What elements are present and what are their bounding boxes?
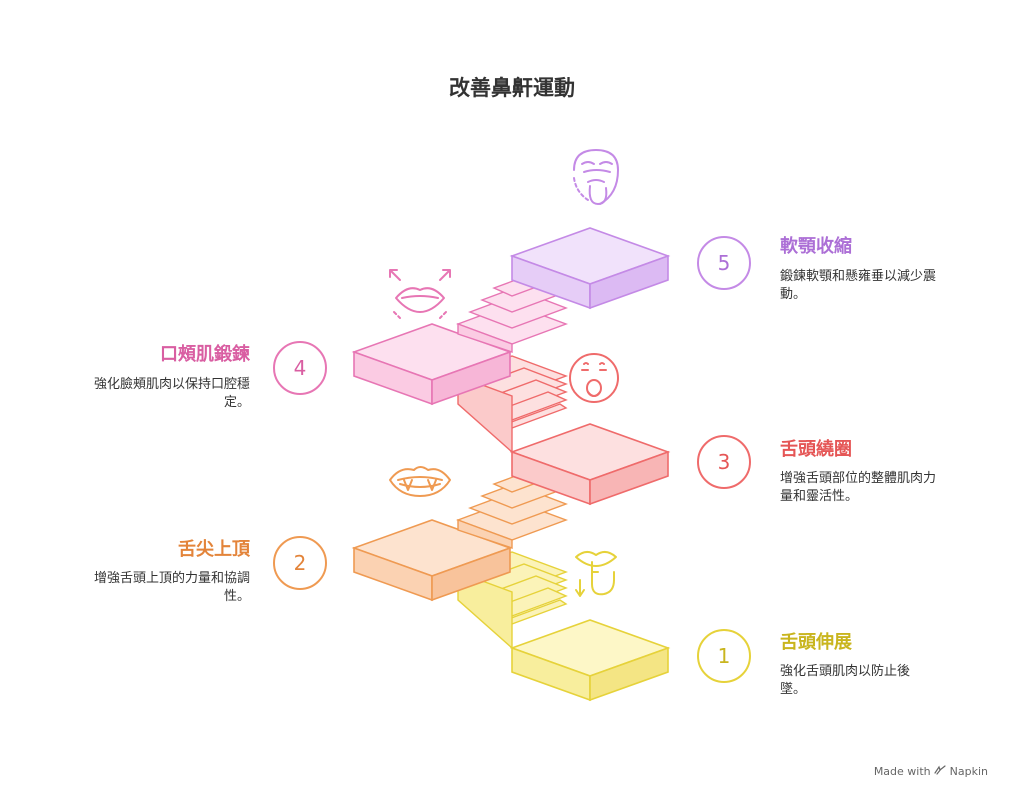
- tongue-face-icon: [573, 149, 619, 205]
- step-3-desc: 增強舌頭部位的整體肌肉力量和靈活性。: [780, 471, 937, 504]
- step-5-desc: 鍛鍊軟顎和懸雍垂以減少震動。: [780, 269, 937, 302]
- napkin-logo-icon: [934, 765, 946, 775]
- vampire-mouth-icon: [389, 466, 451, 497]
- page-title: 改善鼻鼾運動: [449, 76, 575, 100]
- expanding-lips-icon: [389, 269, 451, 319]
- step-1-number: 1: [717, 644, 731, 668]
- step-4-desc: 強化臉頰肌肉以保持口腔穩定。: [93, 377, 250, 410]
- step-4-circle: [273, 341, 327, 395]
- step-5-platform: [509, 227, 671, 310]
- step-4-title: 口頰肌鍛鍊: [160, 344, 250, 365]
- surprised-face-icon: [569, 353, 619, 403]
- stairs-1-2: [455, 551, 569, 650]
- step-5-number: 5: [717, 251, 731, 275]
- step-1-desc: 強化舌頭肌肉以防止後墜。: [780, 664, 911, 697]
- napkin-brand: Napkin: [949, 765, 988, 778]
- step-2-desc: 增強舌頭上頂的力量和協調性。: [93, 571, 250, 604]
- step-2-number: 2: [293, 551, 307, 575]
- step-5-circle: [697, 236, 751, 290]
- step-3-circle: [697, 435, 751, 489]
- step-5-title: 軟顎收縮: [780, 236, 852, 257]
- step-4-number: 4: [293, 356, 307, 380]
- step-1-title: 舌頭伸展: [780, 632, 852, 653]
- shush-icon: [575, 551, 617, 597]
- made-with-label: Made with: [873, 765, 931, 778]
- step-1-platform: [509, 619, 671, 702]
- step-1-circle: [697, 629, 751, 683]
- step-2-title: 舌尖上頂: [178, 539, 250, 560]
- step-3-platform: [509, 423, 671, 506]
- step-3-number: 3: [717, 450, 731, 474]
- stairs-3-4: [455, 355, 569, 454]
- napkin-credit[interactable]: Made with Napkin: [874, 765, 988, 778]
- step-3-title: 舌頭繞圈: [780, 439, 852, 460]
- step-2-circle: [273, 536, 327, 590]
